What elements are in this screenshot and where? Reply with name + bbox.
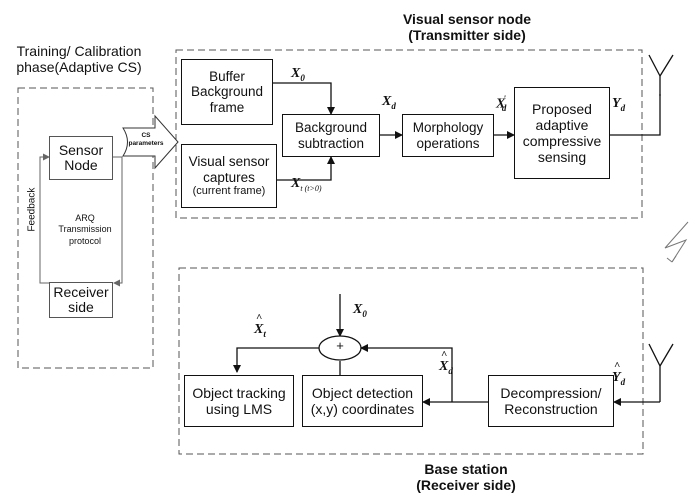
training-title: Training/ Calibration phase(Adaptive CS) bbox=[4, 43, 154, 75]
training-title-line2: phase(Adaptive CS) bbox=[16, 58, 142, 75]
cs-parameters-label: CS parameters bbox=[126, 132, 166, 148]
detect-line2: (x,y) coordinates bbox=[310, 401, 415, 417]
morphology-box: Morphology operations bbox=[402, 114, 494, 157]
morph-line2: operations bbox=[416, 135, 480, 151]
receiver-side-box: Receiver side bbox=[49, 282, 113, 318]
sum-to-tracking bbox=[233, 347, 319, 373]
decomp-line2: Reconstruction bbox=[504, 401, 598, 417]
track-line2: using LMS bbox=[205, 401, 273, 417]
transmitter-antenna-icon bbox=[648, 54, 674, 96]
acs-to-antenna bbox=[609, 94, 661, 136]
sensor-node-box: Sensor Node bbox=[49, 136, 113, 180]
buffer-line1: Buffer bbox=[209, 68, 245, 84]
acs-line1: Proposed bbox=[532, 100, 592, 117]
receiver-side-label: Receiver side bbox=[53, 283, 109, 315]
var-xd-prime: X'd bbox=[496, 94, 507, 114]
var-x0-bottom: X0 bbox=[353, 302, 367, 319]
arq-line1: ARQ bbox=[75, 213, 95, 223]
wireless-link-icon bbox=[664, 221, 689, 263]
arq-label: ARQ Transmission protocol bbox=[56, 213, 114, 247]
capture-to-bgsub bbox=[276, 156, 335, 181]
arq-line2: Transmission bbox=[58, 224, 112, 235]
cs-params-line2: parameters bbox=[128, 139, 164, 147]
track-line1: Object tracking bbox=[192, 384, 286, 401]
receiver-title-line2: (Receiver side) bbox=[416, 476, 516, 493]
sensor-node-label: Sensor Node bbox=[58, 141, 104, 173]
transmitter-title-line2: (Transmitter side) bbox=[408, 26, 526, 43]
buffer-line3: frame bbox=[209, 99, 245, 115]
var-yd: Yd bbox=[612, 96, 626, 113]
acs-line4: sensing bbox=[537, 149, 587, 166]
summing-junction bbox=[318, 335, 362, 361]
arq-line3: protocol bbox=[68, 235, 102, 246]
var-xhat-t: ^ Xt bbox=[254, 312, 266, 339]
training-frame bbox=[17, 87, 154, 369]
acs-line3: compressive bbox=[522, 133, 602, 149]
buffer-to-bgsub bbox=[272, 82, 335, 115]
detect-line1: Object detection bbox=[311, 384, 414, 401]
receiver-antenna-icon bbox=[648, 343, 674, 402]
forward-arrow bbox=[112, 156, 123, 287]
capture-line2: captures bbox=[203, 169, 255, 185]
feedback-label: Feedback bbox=[26, 180, 37, 240]
capture-line1: Visual sensor bbox=[188, 154, 270, 170]
transmitter-title-line1: Visual sensor node bbox=[402, 11, 532, 27]
var-xhat-d: ^ Xd bbox=[439, 349, 453, 376]
buffer-background-box: Buffer Background frame bbox=[181, 59, 273, 125]
bgsub-line1: Background bbox=[294, 119, 368, 135]
transmitter-frame bbox=[175, 49, 643, 219]
feedback-arrow bbox=[39, 153, 50, 284]
morph-line1: Morphology bbox=[412, 119, 484, 135]
cs-parameters-arrow bbox=[122, 114, 179, 170]
buffer-line2: Background bbox=[190, 84, 264, 100]
var-xd: Xd bbox=[382, 94, 396, 111]
receiver-frame bbox=[178, 267, 644, 455]
capture-line3: (current frame) bbox=[192, 185, 266, 198]
var-xt: Xt (t>0) bbox=[291, 176, 322, 193]
decomp-line1: Decompression/ bbox=[500, 384, 602, 401]
training-title-line1: Training/ Calibration bbox=[16, 43, 142, 59]
object-tracking-box: Object tracking using LMS bbox=[184, 375, 294, 427]
cs-params-line1: CS bbox=[141, 132, 151, 139]
visual-capture-box: Visual sensor captures (current frame) bbox=[181, 144, 277, 208]
feedback-text: Feedback bbox=[26, 187, 38, 232]
decompression-box: Decompression/ Reconstruction bbox=[488, 375, 614, 427]
sum-symbol: + bbox=[336, 338, 344, 353]
receiver-title: Base station (Receiver side) bbox=[376, 461, 556, 493]
var-yhat-d: ^ Yd bbox=[612, 360, 626, 387]
adaptive-cs-box: Proposed adaptive compressive sensing bbox=[514, 87, 610, 179]
transmitter-title: Visual sensor node (Transmitter side) bbox=[372, 11, 562, 43]
bgsub-line2: subtraction bbox=[297, 135, 365, 151]
var-x0-top: X0 bbox=[291, 66, 305, 83]
object-detection-box: Object detection (x,y) coordinates bbox=[302, 375, 423, 427]
acs-line2: adaptive bbox=[535, 116, 589, 133]
background-subtraction-box: Background subtraction bbox=[282, 114, 380, 157]
decomp-to-sum bbox=[360, 344, 453, 402]
receiver-title-line1: Base station bbox=[424, 461, 508, 477]
